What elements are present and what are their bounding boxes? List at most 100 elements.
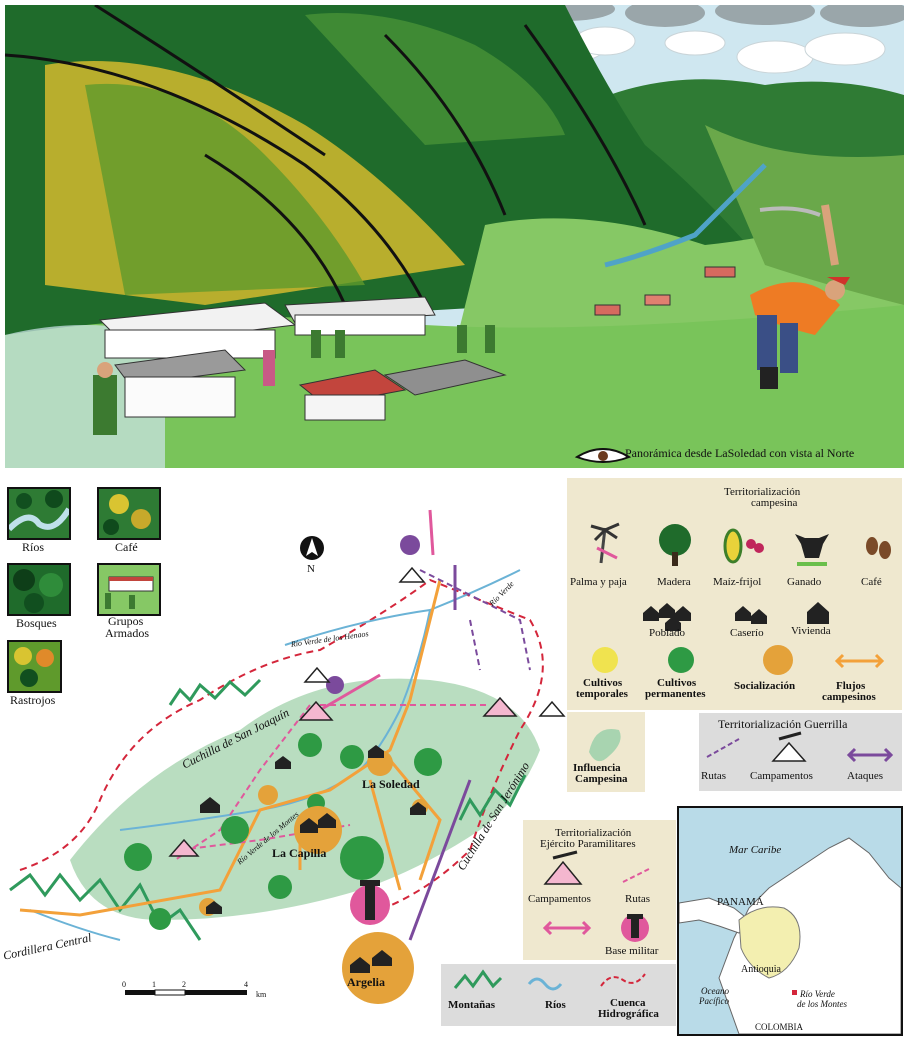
inset-mar-caribe: Mar Caribe	[729, 844, 782, 856]
cafe-thumbnail	[97, 487, 161, 540]
bottom-legend-icons	[453, 969, 646, 991]
north-label: N	[307, 563, 315, 575]
guerrilla-campamentos-label: Campamentos	[750, 770, 813, 782]
inset-oceano-1: Oceano	[701, 986, 729, 996]
vivienda-label: Vivienda	[791, 625, 831, 637]
scale-tick-4: 4	[244, 980, 248, 989]
north-arrow-icon	[300, 536, 324, 560]
inset-map: Mar Caribe PANAMÁ Antioquia Río Verde de…	[677, 806, 903, 1036]
place-la-soledad: La Soledad	[362, 777, 420, 791]
rios-legend-label: Ríos	[545, 999, 566, 1011]
watershed-icon	[600, 973, 646, 987]
cultivos-temporales-label-1: Cultivos	[583, 677, 623, 689]
bosques-label: Bosques	[16, 616, 57, 630]
caserio-label: Caserío	[730, 627, 764, 639]
guerrilla-route-icon	[706, 738, 740, 758]
base-militar-icon	[621, 914, 649, 942]
map-drawing	[9, 509, 566, 1004]
flujos-label-1: Flujos	[836, 680, 866, 692]
poblado-icon	[643, 603, 691, 631]
cafe-label: Café	[115, 540, 138, 554]
cattle-icon	[795, 534, 829, 566]
territory-map: N La Soledad La Capilla Argelia Río Verd…	[0, 470, 680, 1042]
scale-tick-0: 0	[122, 980, 126, 989]
inset-antioquia: Antioquia	[741, 964, 781, 975]
campesina-panel	[567, 478, 902, 710]
inset-drawing	[679, 837, 901, 1034]
inset-colombia: COLOMBIA	[755, 1022, 804, 1032]
inset-rio-verde-2: de los Montes	[797, 999, 847, 1009]
paramilitar-title-2: Ejército Paramilitares	[540, 838, 636, 850]
cultivos-temporales-label-2: temporales	[576, 688, 628, 700]
influencia-label-2: Campesina	[575, 773, 628, 785]
place-la-capilla: La Capilla	[272, 846, 327, 860]
paramilitar-panel	[523, 820, 676, 960]
influencia-label-1: Influencia	[573, 762, 621, 774]
campesina-icons	[590, 522, 891, 675]
socializacion-label: Socialización	[734, 680, 796, 692]
guerrilla-icons	[706, 731, 894, 763]
cultivos-permanentes-label-1: Cultivos	[657, 677, 697, 689]
eye-icon	[574, 448, 632, 463]
paramilitar-route-icon	[622, 867, 652, 883]
place-argelia: Argelia	[347, 975, 385, 989]
paramilitar-rutas-label: Rutas	[625, 893, 651, 905]
scale-unit: km	[256, 990, 267, 999]
cuenca-label-1: Cuenca	[610, 997, 646, 1009]
campesina-title-1: Territorialización	[724, 486, 801, 498]
flujos-label-2: campesinos	[822, 691, 876, 703]
paramilitar-icons	[542, 850, 652, 942]
river-icon	[527, 977, 563, 991]
scale-tick-2: 2	[182, 980, 186, 989]
cultivos-permanentes-swatch	[668, 647, 694, 673]
maiz-label: Maíz-frijol	[713, 576, 762, 588]
poblado-label: Poblado	[649, 627, 686, 639]
influencia-shape	[589, 728, 621, 762]
location-marker	[792, 990, 797, 995]
panorama-illustration: Panorámica desde LaSoledad con vista al …	[5, 5, 904, 468]
rios-thumbnail	[7, 487, 71, 540]
grupos-armados-label-1: Grupos	[108, 614, 144, 628]
rastrojos-thumbnail	[7, 640, 62, 693]
inset-panama: PANAMÁ	[717, 896, 764, 908]
landscape-drawing	[5, 5, 904, 468]
palm-icon	[590, 522, 620, 564]
cuenca-label-2: Hidrográfica	[598, 1008, 659, 1020]
rastrojos-label: Rastrojos	[10, 693, 56, 707]
madera-label: Madera	[657, 576, 691, 588]
military-base-icon	[360, 880, 380, 920]
inset-oceano-2: Pacífico	[699, 996, 729, 1006]
paramilitar-arrow-icon	[542, 920, 592, 936]
campesina-title-2: campesina	[751, 497, 798, 509]
cultivos-permanentes-label-2: permanentes	[645, 688, 706, 700]
rios-label: Ríos	[22, 540, 45, 554]
influencia-icon-box	[589, 728, 621, 762]
palma-label: Palma y paja	[570, 576, 627, 588]
ganado-label: Ganado	[787, 576, 822, 588]
paramilitar-title-1: Territorialización	[555, 827, 632, 839]
flujos-arrow-icon	[834, 653, 885, 669]
guerrilla-rutas-label: Rutas	[701, 770, 727, 782]
scale-tick-1: 1	[152, 980, 156, 989]
caserio-icon	[735, 606, 767, 624]
vivienda-icon	[807, 602, 829, 624]
attack-arrow-icon	[846, 747, 894, 763]
guerrilla-camp-icon	[771, 731, 807, 762]
paramilitar-campamentos-label: Campamentos	[528, 893, 591, 905]
grupos-armados-label-2: Armados	[105, 626, 149, 640]
paramilitar-base-label: Base militar	[605, 945, 659, 957]
corn-bean-icon	[723, 528, 764, 564]
guerrilla-title: Territorialización Guerrilla	[718, 717, 848, 731]
panorama-caption: Panorámica desde LaSoledad con vista al …	[625, 446, 855, 460]
mountain-icon	[453, 969, 503, 989]
bosques-thumbnail	[7, 563, 71, 616]
guerrilla-panel	[699, 713, 902, 791]
cafe-label-panel: Café	[861, 576, 882, 588]
scale-bar	[125, 989, 247, 996]
grupos-armados-thumbnail	[97, 563, 161, 616]
socializacion-swatch	[763, 645, 793, 675]
inset-rio-verde-1: Río Verde	[800, 989, 835, 999]
montanas-label: Montañas	[448, 999, 496, 1011]
guerrilla-ataques-label: Ataques	[847, 770, 884, 782]
coffee-icon	[866, 537, 891, 559]
